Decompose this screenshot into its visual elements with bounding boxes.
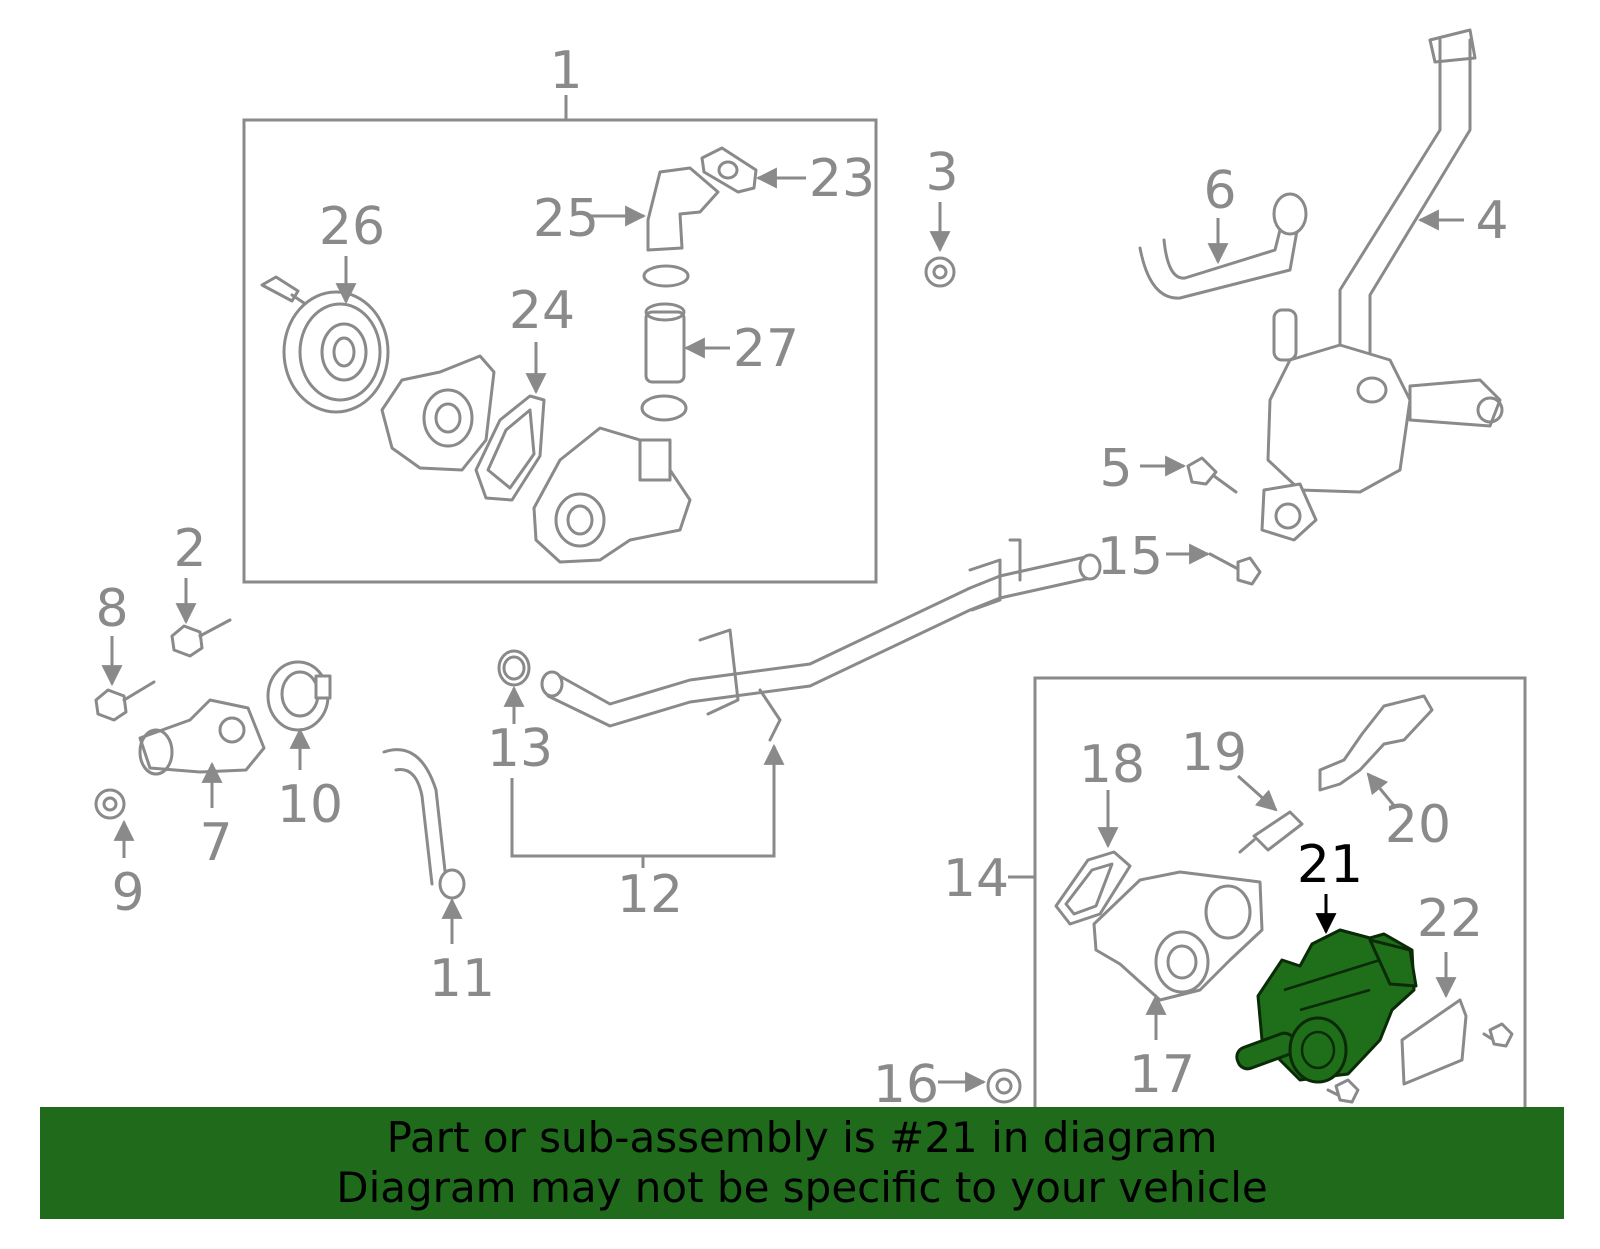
callout-11: 11 bbox=[429, 949, 495, 1009]
part-housing-box1 bbox=[532, 426, 692, 564]
leader-arrows bbox=[101, 167, 1464, 1093]
part-4-pipe bbox=[1338, 28, 1477, 372]
callout-12: 12 bbox=[617, 865, 683, 925]
callout-21: 21 bbox=[1297, 835, 1363, 895]
callout-27: 27 bbox=[733, 319, 799, 379]
part-22-bracket bbox=[1326, 998, 1514, 1104]
callout-5: 5 bbox=[1099, 439, 1132, 499]
callout-19: 19 bbox=[1181, 723, 1247, 783]
part-20-connector bbox=[1318, 694, 1434, 792]
callout-20: 20 bbox=[1385, 795, 1451, 855]
part-6-hose bbox=[1138, 192, 1308, 300]
callout-13: 13 bbox=[487, 719, 553, 779]
part-25-elbow bbox=[646, 166, 720, 252]
part-26-pulley bbox=[260, 275, 390, 414]
callout-24: 24 bbox=[509, 281, 575, 341]
part-21-highlighted bbox=[1235, 928, 1418, 1084]
part-water-pump bbox=[380, 354, 496, 472]
part-5-bolt bbox=[1186, 456, 1238, 494]
callout-25: 25 bbox=[533, 189, 599, 249]
callout-10: 10 bbox=[277, 775, 343, 835]
part-9-nut bbox=[94, 788, 126, 820]
info-banner: Part or sub-assembly is #21 in diagram D… bbox=[40, 1107, 1564, 1219]
part-19-sensor bbox=[1238, 810, 1304, 854]
callout-26: 26 bbox=[319, 197, 385, 257]
callout-2: 2 bbox=[173, 519, 206, 579]
callout-18: 18 bbox=[1079, 735, 1145, 795]
group-box-1 bbox=[242, 95, 878, 584]
callout-4: 4 bbox=[1475, 191, 1508, 251]
part-27-hose bbox=[640, 264, 690, 422]
callout-23: 23 bbox=[809, 149, 875, 209]
part-10-thermostat bbox=[266, 660, 332, 732]
part-24-gasket bbox=[474, 394, 546, 502]
part-3-nut bbox=[924, 256, 956, 288]
part-2-bolt bbox=[170, 618, 232, 658]
callout-6: 6 bbox=[1203, 161, 1236, 221]
callout-14: 14 bbox=[943, 849, 1009, 909]
callout-16: 16 bbox=[873, 1055, 939, 1115]
banner-line-1: Part or sub-assembly is #21 in diagram bbox=[386, 1113, 1218, 1162]
callout-22: 22 bbox=[1417, 889, 1483, 949]
callout-8: 8 bbox=[95, 579, 128, 639]
part-aux-pump bbox=[1260, 308, 1504, 542]
callout-3: 3 bbox=[925, 143, 958, 203]
callout-1: 1 bbox=[549, 41, 582, 101]
part-15-bolt bbox=[1208, 552, 1262, 586]
part-8-bolt bbox=[94, 680, 156, 722]
callout-7: 7 bbox=[199, 813, 232, 873]
callout-17: 17 bbox=[1129, 1045, 1195, 1105]
part-7-cover bbox=[138, 698, 266, 776]
callout-15: 15 bbox=[1097, 527, 1163, 587]
part-17-housing bbox=[1092, 870, 1264, 1002]
part-11-hose bbox=[382, 748, 466, 900]
part-16-nut bbox=[986, 1068, 1022, 1104]
banner-line-2: Diagram may not be specific to your vehi… bbox=[336, 1163, 1268, 1212]
part-12-pipe bbox=[540, 538, 1102, 742]
callout-9: 9 bbox=[111, 863, 144, 923]
part-13-oring bbox=[497, 649, 531, 687]
part-23-gasket bbox=[700, 146, 758, 194]
part-18-gasket bbox=[1054, 850, 1132, 926]
